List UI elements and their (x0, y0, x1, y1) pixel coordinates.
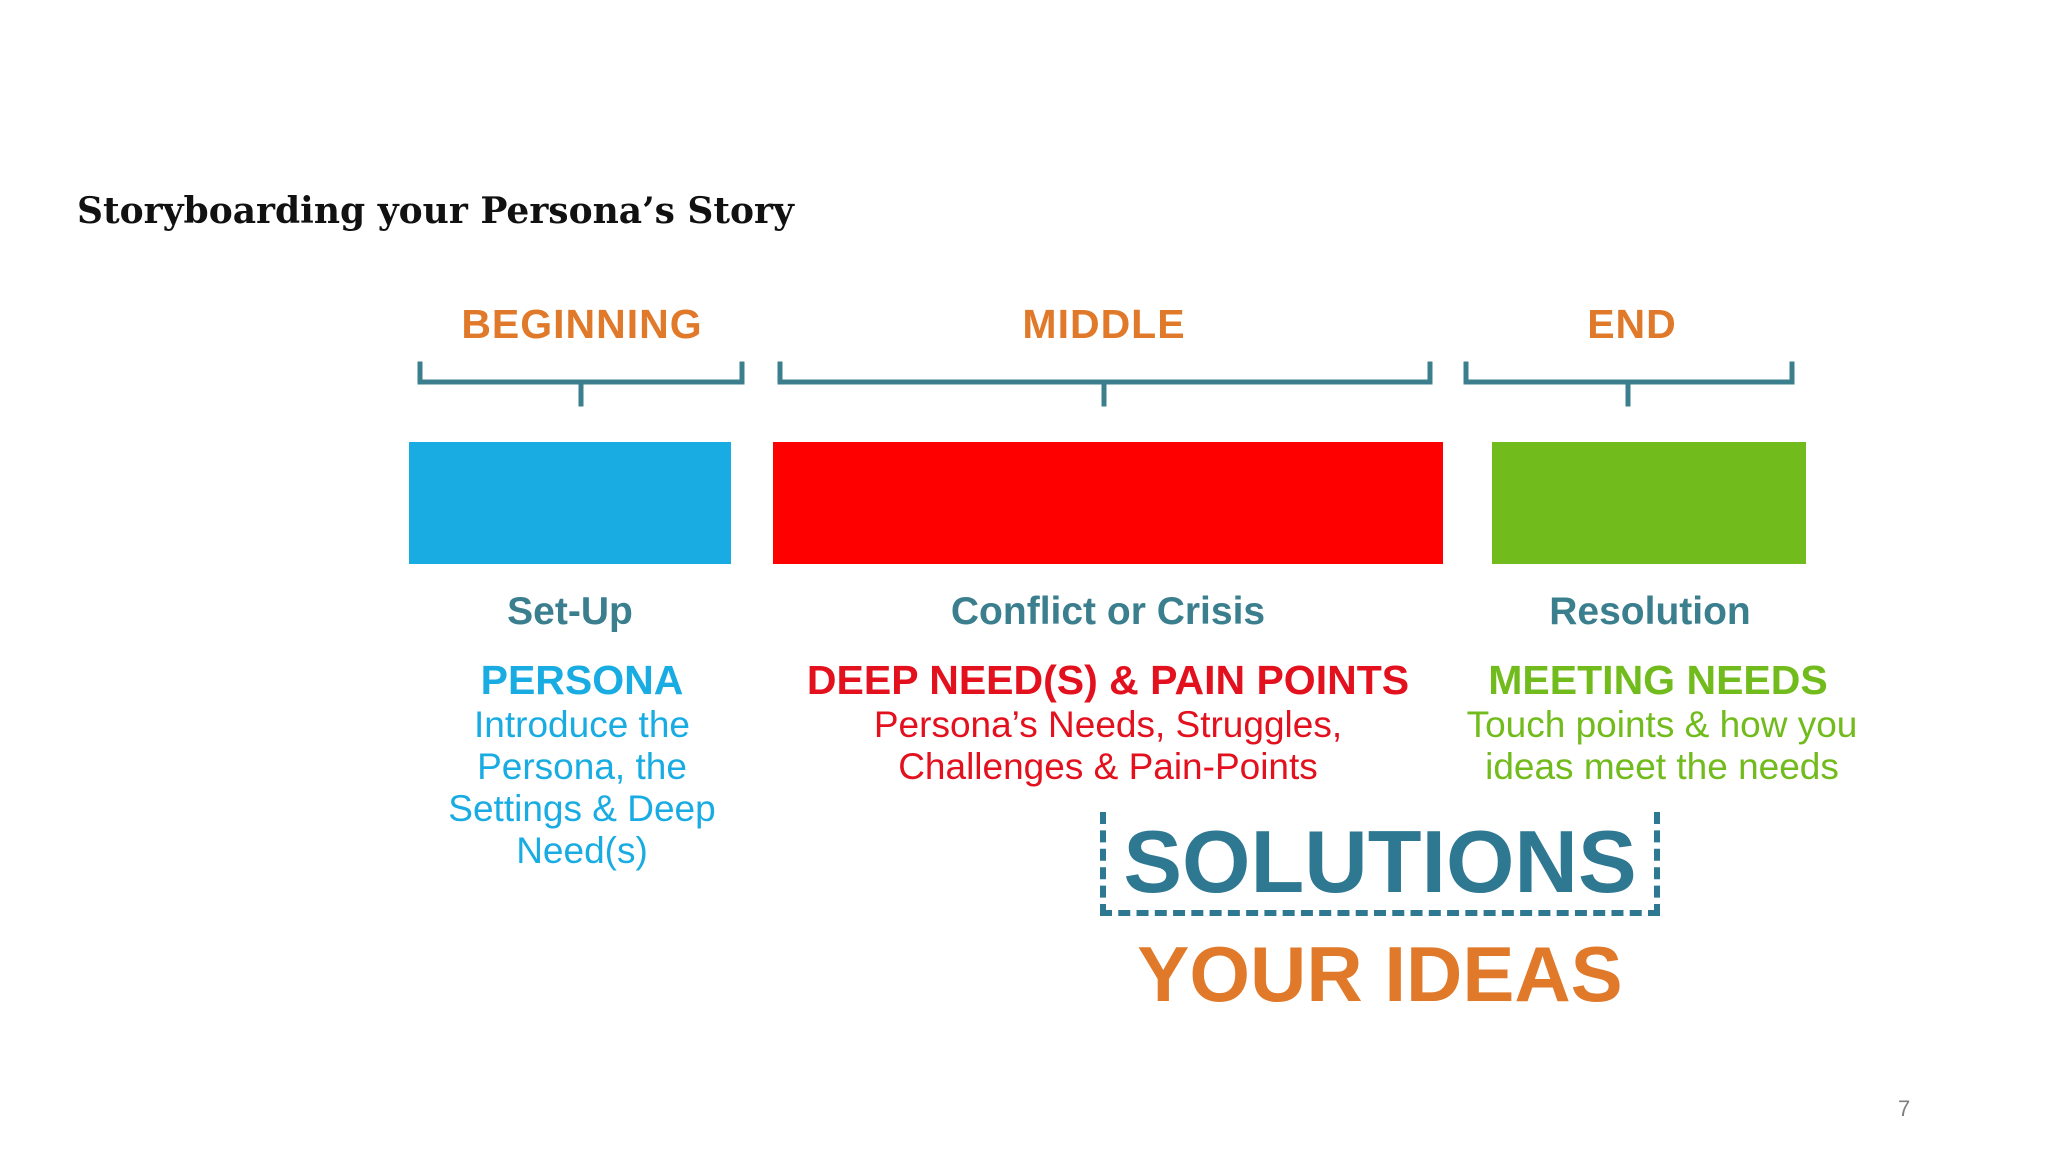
phase-label-middle: MIDDLE (1022, 301, 1186, 347)
description-end: Touch points & how you ideas meet the ne… (1462, 704, 1862, 788)
heading-middle: DEEP NEED(S) & PAIN POINTS (806, 657, 1410, 703)
solutions-label: SOLUTIONS (1123, 812, 1637, 911)
phase-label-beginning: BEGINNING (461, 301, 703, 347)
heading-end: MEETING NEEDS (1488, 657, 1828, 703)
bracket-end (1463, 361, 1795, 407)
description-line: Introduce the (474, 704, 690, 745)
bracket-beginning (417, 361, 745, 407)
bracket-middle (777, 361, 1433, 407)
slide-title: Storyboarding your Persona’s Story (77, 190, 794, 232)
block-middle (773, 442, 1443, 564)
stage-label-end: Resolution (1549, 590, 1751, 633)
page-number: 7 (1898, 1096, 1911, 1121)
description-line: Touch points & how you (1466, 704, 1858, 745)
stage-label-middle: Conflict or Crisis (950, 590, 1266, 633)
phase-label-end: END (1587, 301, 1677, 347)
heading-beginning: PERSONA (480, 657, 684, 703)
stage-label-beginning: Set-Up (507, 590, 633, 633)
description-beginning: Introduce the Persona, the Settings & De… (448, 704, 715, 872)
description-line: Persona, the (477, 746, 687, 787)
description-line: Need(s) (516, 830, 648, 871)
description-line: ideas meet the needs (1485, 746, 1839, 787)
block-beginning (409, 442, 731, 564)
your-ideas-label: YOUR IDEAS (1137, 930, 1623, 1018)
description-middle: Persona’s Needs, Struggles, Challenges &… (874, 704, 1342, 788)
description-line: Persona’s Needs, Struggles, (873, 704, 1343, 745)
description-line: Challenges & Pain-Points (898, 746, 1318, 787)
solutions-bracket-box (1100, 812, 1660, 916)
block-end (1492, 442, 1806, 564)
description-line: Settings & Deep (448, 788, 716, 829)
